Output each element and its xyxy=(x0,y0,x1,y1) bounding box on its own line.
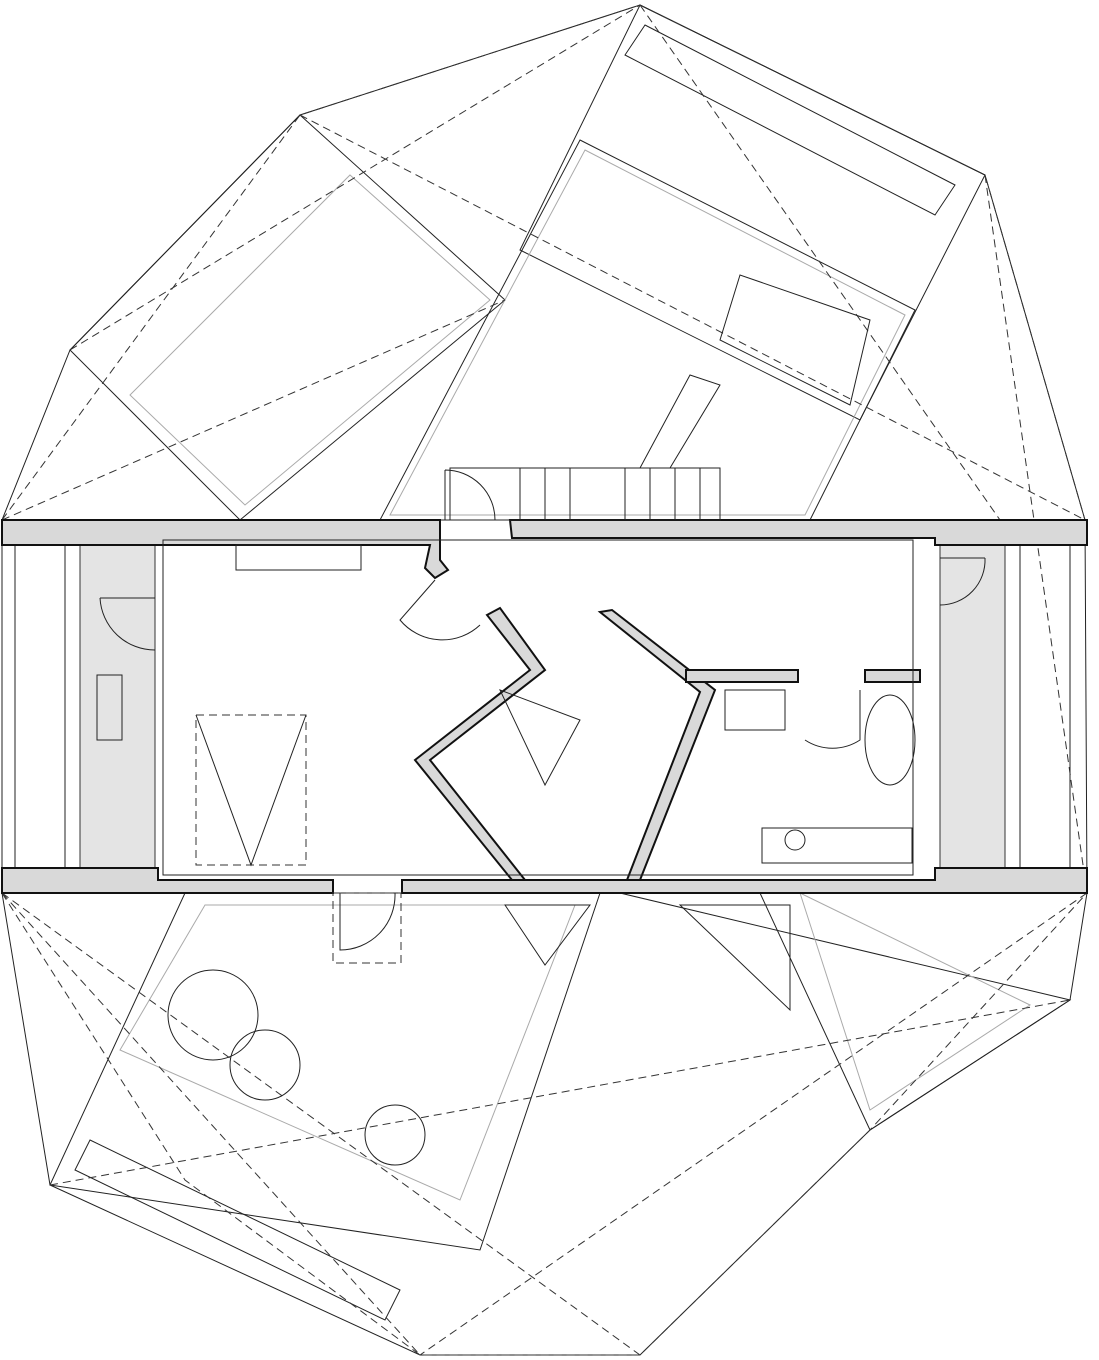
roof-dashed-lines xyxy=(1,4,1088,1356)
trees xyxy=(167,969,426,1166)
roof-outline xyxy=(1,4,1088,1356)
side-terraces xyxy=(14,544,1071,869)
interior-outline xyxy=(162,539,916,876)
walls xyxy=(1,519,1088,894)
stairs xyxy=(449,274,871,787)
doors xyxy=(99,469,986,964)
